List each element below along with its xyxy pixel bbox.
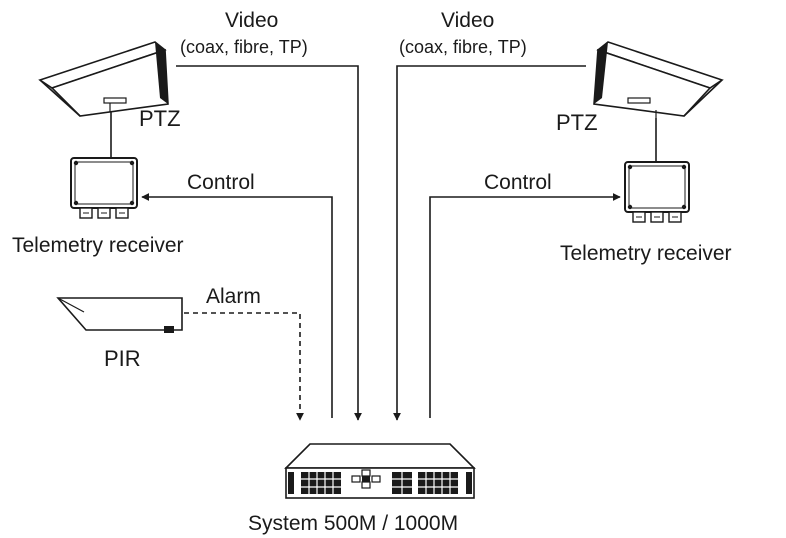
control-line-right (429, 193, 621, 418)
alarm-label: Alarm (206, 285, 261, 308)
video-label-right: Video (441, 9, 494, 32)
video-medium-label-right: (coax, fibre, TP) (399, 37, 527, 57)
ptz-label-right: PTZ (556, 110, 598, 135)
video-line-right (393, 65, 586, 421)
video-medium-label-left: (coax, fibre, TP) (180, 37, 308, 57)
telemetry-receiver-right-icon (624, 161, 690, 223)
pir-label: PIR (104, 346, 141, 371)
pir-sensor-icon (56, 297, 183, 333)
telemetry-label-right: Telemetry receiver (560, 242, 732, 265)
alarm-line (184, 312, 304, 421)
ptz-camera-right-icon (593, 41, 724, 118)
system-unit-icon (284, 443, 476, 499)
control-line-left (141, 193, 333, 418)
system-label: System 500M / 1000M (248, 512, 458, 535)
video-label-left: Video (225, 9, 278, 32)
ptz-label-left: PTZ (139, 106, 181, 131)
video-line-left (176, 65, 362, 421)
telemetry-label-left: Telemetry receiver (12, 234, 184, 257)
ptz-camera-left-icon (38, 41, 169, 117)
telemetry-receiver-left-icon (70, 157, 138, 219)
control-label-right: Control (484, 171, 552, 194)
control-label-left: Control (187, 171, 255, 194)
